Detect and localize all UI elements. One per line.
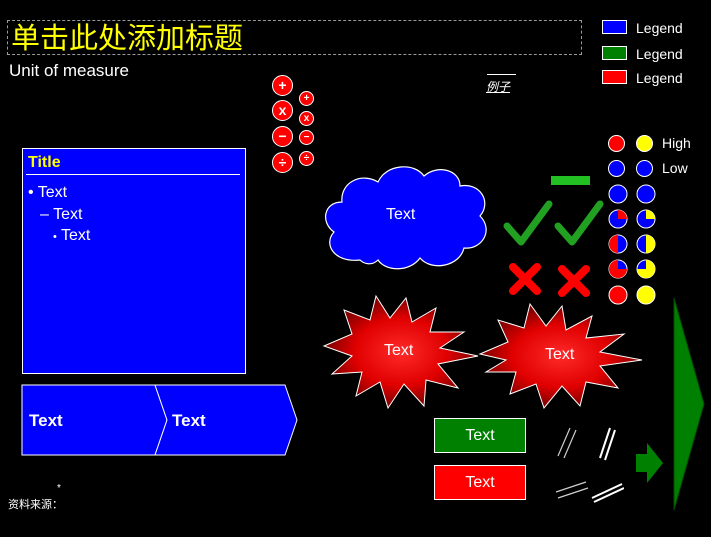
cloud-shape[interactable] xyxy=(320,158,495,278)
right-arrow-icon xyxy=(636,443,663,483)
dash-icon xyxy=(551,176,590,185)
legend-label-3: Legend xyxy=(636,70,683,86)
break-line-3a xyxy=(555,481,587,493)
chevron-2-label: Text xyxy=(172,411,206,430)
high-label: High xyxy=(662,135,691,151)
title-placeholder[interactable] xyxy=(7,20,582,55)
plus-icon: + xyxy=(272,75,293,96)
harvey-right-half xyxy=(646,235,655,253)
check-icon xyxy=(554,200,604,246)
cross-icon xyxy=(509,263,541,295)
harvey-right-column xyxy=(636,184,656,305)
low-blue-circle-2 xyxy=(636,160,653,177)
bullet-level-3: • Text xyxy=(53,226,90,247)
break-line-1a xyxy=(557,427,571,457)
harvey-left-quarter xyxy=(618,210,627,219)
bullet-marker: • xyxy=(28,184,34,201)
bullet-text: Text xyxy=(37,184,68,201)
burst-1-label: Text xyxy=(384,342,414,359)
harvey-right-three-quarter xyxy=(637,260,655,278)
plus-small-icon: + xyxy=(299,91,314,106)
cloud-outline xyxy=(325,166,487,270)
footnote-asterisk: * xyxy=(57,483,61,494)
minus-small-icon: − xyxy=(299,130,314,145)
harvey-balls xyxy=(608,184,656,305)
break-line-4a xyxy=(591,483,623,499)
legend-swatch-green xyxy=(602,46,627,60)
harvey-right-empty xyxy=(636,184,656,204)
text-box-title: Title xyxy=(28,154,61,171)
harvey-left-empty xyxy=(608,184,628,204)
vertical-triangle-arrow xyxy=(673,297,705,511)
check-icon xyxy=(503,200,553,246)
burst-2-label: Text xyxy=(545,346,575,363)
source-label: 资料来源： xyxy=(8,498,63,511)
burst-1-shape[interactable] xyxy=(322,294,479,410)
bullet-marker: • xyxy=(53,231,57,243)
bullet-level-2: – Text xyxy=(40,205,82,225)
harvey-left-full xyxy=(608,285,628,305)
harvey-left-three-quarter xyxy=(609,260,627,278)
bullet-marker: – xyxy=(40,206,49,223)
cloud-label: Text xyxy=(386,206,416,223)
low-label: Low xyxy=(662,160,688,176)
red-text-button[interactable]: Text xyxy=(434,465,526,500)
legend-label-1: Legend xyxy=(636,20,683,36)
chevron-1-label: Text xyxy=(29,411,63,430)
break-line-1b xyxy=(563,429,577,459)
harvey-right-quarter xyxy=(646,210,655,219)
multiply-icon: x xyxy=(272,100,293,121)
divide-small-icon: ÷ xyxy=(299,151,314,166)
example-overline xyxy=(487,74,516,75)
harvey-right-full xyxy=(636,285,656,305)
slide-title[interactable]: 单击此处添加标题 xyxy=(11,21,244,55)
legend-swatch-blue xyxy=(602,20,627,34)
burst-shapes xyxy=(322,294,643,410)
divide-icon: ÷ xyxy=(272,152,293,173)
break-line-2a xyxy=(599,427,611,459)
unit-of-measure: Unit of measure xyxy=(9,61,129,80)
multiply-small-icon: x xyxy=(299,111,314,126)
blue-text-box[interactable] xyxy=(22,148,246,374)
process-chevrons xyxy=(21,384,298,456)
high-yellow-circle xyxy=(636,135,653,152)
example-label: 例子 xyxy=(486,80,511,94)
minus-icon: − xyxy=(272,126,293,147)
break-line-4b xyxy=(593,487,624,503)
green-text-button[interactable]: Text xyxy=(434,418,526,453)
burst-2-shape[interactable] xyxy=(478,302,643,410)
bullet-text: Text xyxy=(53,206,83,223)
bullet-level-1: • Text xyxy=(28,183,67,203)
cross-icon xyxy=(558,265,590,297)
harvey-left-half xyxy=(609,235,618,253)
chevron-2-shape[interactable] xyxy=(154,384,298,456)
legend-label-2: Legend xyxy=(636,46,683,62)
low-blue-circle xyxy=(608,160,625,177)
break-line-3b xyxy=(557,487,589,499)
legend-swatch-red xyxy=(602,70,627,84)
high-red-circle xyxy=(608,135,625,152)
break-marks xyxy=(555,427,624,503)
break-line-2b xyxy=(604,429,616,461)
bullet-text: Text xyxy=(61,227,91,244)
text-box-rule xyxy=(26,174,240,175)
harvey-left-column xyxy=(608,184,628,305)
